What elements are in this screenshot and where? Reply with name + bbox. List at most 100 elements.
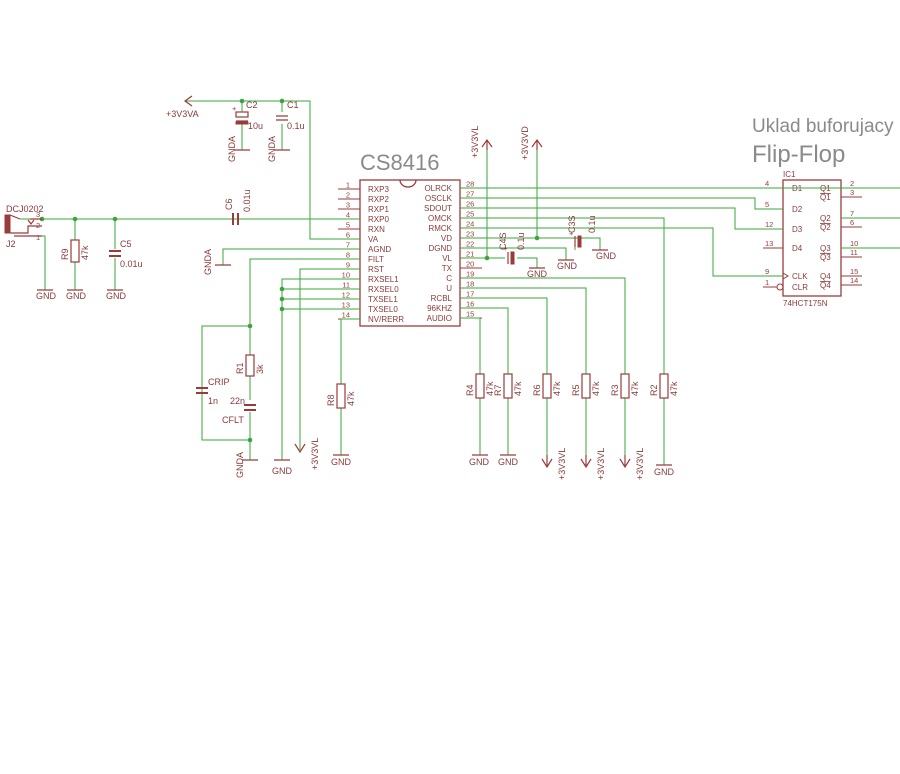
svg-text:+3V3VL: +3V3VL [557, 448, 567, 480]
pin-name: DGND [428, 244, 452, 253]
pin-number: 28 [466, 180, 474, 189]
resistor-value: 47k [346, 391, 356, 406]
pin-number: 15 [850, 267, 858, 276]
cap-c5: C5 0.01u [109, 239, 143, 269]
cs8416-right-pins: 28OLRCK27OSCLK26SDOUT25OMCK24RMCK23VD22D… [424, 180, 482, 323]
ic-notch [399, 179, 417, 188]
clr-bubble-icon [776, 283, 784, 291]
ff-part-label: 74HCT175N [783, 299, 828, 308]
svg-text:0.01u: 0.01u [242, 189, 252, 212]
svg-text:C3S: C3S [567, 215, 577, 233]
pin-number: 11 [850, 248, 858, 257]
pin-number: 6 [346, 231, 350, 240]
svg-text:1: 1 [36, 233, 40, 242]
resistor-value: 47k [513, 381, 523, 396]
svg-text:+: + [569, 229, 574, 238]
svg-text:+3V3VA: +3V3VA [166, 109, 199, 119]
clk-triangle-icon [782, 272, 789, 280]
cap-c6: C6 0.01u [224, 189, 252, 225]
cs8416-body [359, 179, 461, 327]
cap-c1: C1 0.1u [276, 100, 305, 131]
pin-number: 22 [466, 240, 474, 249]
pin-number: 20 [466, 260, 474, 269]
pin-number: 11 [342, 281, 350, 290]
title-line2: Flip-Flop [752, 141, 845, 168]
resistor-name: R8 [326, 394, 336, 406]
ff-ref-label: IC1 [783, 170, 796, 179]
resistor-value: 47k [485, 381, 495, 396]
pin-name: FILT [368, 255, 384, 264]
resistor-name: R6 [532, 384, 542, 396]
pin-name: Q1 [820, 193, 831, 202]
resistor-name: R9 [60, 248, 70, 260]
svg-text:CRIP: CRIP [208, 377, 230, 387]
ic-name-label: CS8416 [360, 150, 440, 175]
resistor-name: R1 [235, 362, 245, 374]
pin-number: 10 [342, 271, 350, 280]
svg-text:C4S: C4S [498, 232, 508, 250]
svg-text:C1: C1 [287, 100, 299, 110]
pin-name: CLK [792, 272, 808, 281]
pin-number: 18 [466, 280, 474, 289]
wires [20, 100, 900, 465]
supply-3v3va: +3V3VA [166, 95, 199, 119]
pin-name: CLR [792, 283, 808, 292]
pin-number: 16 [466, 300, 474, 309]
pin-name: D2 [792, 205, 803, 214]
pin-number: 2 [850, 179, 854, 188]
pin-name: VL [442, 254, 452, 263]
pin-name: Q2 [820, 223, 831, 232]
pin-number: 4 [346, 211, 350, 220]
pin-name: Q3 [820, 244, 831, 253]
resistor-r8: R8 47k [326, 383, 356, 409]
svg-text:1n: 1n [208, 396, 218, 406]
pin-name: Q4 [820, 281, 831, 290]
resistor-value: 47k [630, 381, 640, 396]
pin-name: VA [368, 235, 379, 244]
pin-number: 24 [466, 220, 474, 229]
pin-number: 17 [466, 290, 474, 299]
pin-name: SDOUT [424, 204, 452, 213]
svg-text:GND: GND [557, 261, 578, 271]
pin-name: Q2 [820, 214, 831, 223]
pin-number: 9 [765, 267, 769, 276]
pin-number: 26 [466, 200, 474, 209]
svg-text:GND: GND [36, 291, 57, 301]
resistor-value: 3k [255, 364, 265, 374]
pin-name: RXP1 [368, 205, 389, 214]
pin-name: 96KHZ [427, 304, 452, 313]
supply-3v3vl-rst: +3V3VL [294, 438, 320, 470]
pin-number: 15 [466, 310, 474, 319]
svg-text:DCJ0202: DCJ0202 [6, 204, 44, 214]
pin-name: RXSEL1 [368, 275, 399, 284]
pin-name: D3 [792, 225, 803, 234]
svg-text:+3V3VL: +3V3VL [470, 126, 480, 158]
supply-3v3vl-r5: +3V3VL [580, 448, 606, 480]
pin-number: 5 [346, 221, 350, 230]
pin-name: D4 [792, 244, 803, 253]
resistor-value: 47k [591, 381, 601, 396]
pin-name: OSCLK [425, 194, 453, 203]
pin-number: 7 [346, 241, 350, 250]
pin-name: AUDIO [427, 314, 452, 323]
svg-text:+3V3VL: +3V3VL [596, 448, 606, 480]
cap-c4s: + C4S 0.1u [498, 232, 526, 265]
svg-text:GND: GND [527, 269, 548, 279]
resistor-value: 47k [552, 381, 562, 396]
svg-text:3: 3 [36, 210, 40, 219]
pin-number: 4 [765, 179, 769, 188]
svg-text:+3V3VL: +3V3VL [635, 448, 645, 480]
pin-name: RXSEL0 [368, 285, 399, 294]
pin-name: RXP0 [368, 215, 389, 224]
pin-number: 10 [850, 239, 858, 248]
pin-number: 3 [346, 201, 350, 210]
pin-name: RXN [368, 225, 385, 234]
pin-name: RCBL [431, 294, 453, 303]
pin-name: TXSEL0 [368, 305, 398, 314]
pin-number: 13 [342, 301, 350, 310]
pin-number: 14 [342, 311, 350, 320]
svg-text:GND: GND [596, 251, 617, 261]
